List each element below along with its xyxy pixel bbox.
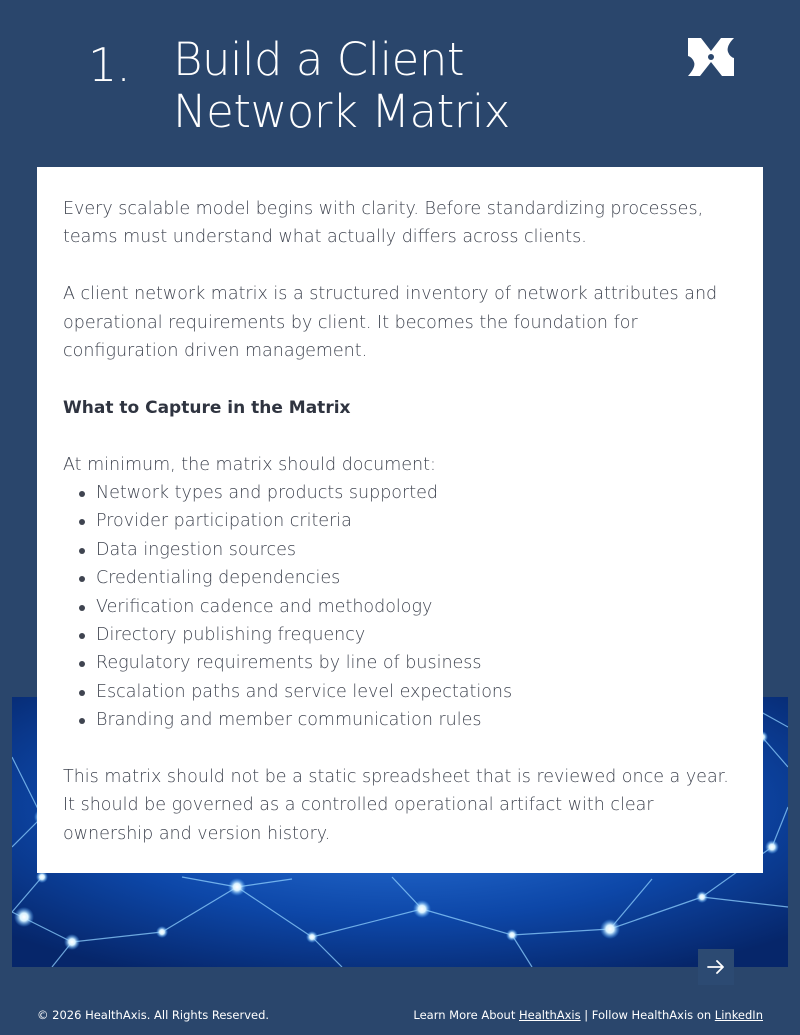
list-item: Network types and products supported <box>79 479 737 507</box>
next-page-button[interactable] <box>698 949 734 985</box>
capture-list: Network types and products supported Pro… <box>63 479 737 735</box>
learn-more-text: Learn More About <box>413 1008 519 1022</box>
section-subheading: What to Capture in the Matrix <box>63 397 351 418</box>
list-item: Provider participation criteria <box>79 507 737 535</box>
intro-paragraph: Every scalable model begins with clarity… <box>63 199 704 248</box>
section-number: 1. <box>88 38 131 92</box>
content-card: Every scalable model begins with clarity… <box>37 167 763 873</box>
healthaxis-x-logo-icon <box>686 36 736 78</box>
healthaxis-link[interactable]: HealthAxis <box>519 1008 581 1022</box>
list-intro: At minimum, the matrix should document: <box>63 454 436 475</box>
arrow-right-icon <box>707 960 724 974</box>
list-item: Escalation paths and service level expec… <box>79 678 737 706</box>
list-item: Branding and member communication rules <box>79 706 737 734</box>
copyright-text: © 2026 HealthAxis. All Rights Reserved. <box>37 1008 270 1022</box>
list-item: Regulatory requirements by line of busin… <box>79 649 737 677</box>
definition-paragraph: A client network matrix is a structured … <box>63 284 718 362</box>
linkedin-link[interactable]: LinkedIn <box>714 1008 763 1022</box>
page-title: Build a Client Network Matrix <box>173 33 510 138</box>
footer-links: Learn More About HealthAxis | Follow Hea… <box>413 1008 763 1022</box>
closing-paragraph: This matrix should not be a static sprea… <box>63 767 729 844</box>
list-item: Data ingestion sources <box>79 536 737 564</box>
follow-text: | Follow HealthAxis on <box>580 1008 715 1022</box>
list-item: Credentialing dependencies <box>79 564 737 592</box>
list-item: Verification cadence and methodology <box>79 593 737 621</box>
list-item: Directory publishing frequency <box>79 621 737 649</box>
